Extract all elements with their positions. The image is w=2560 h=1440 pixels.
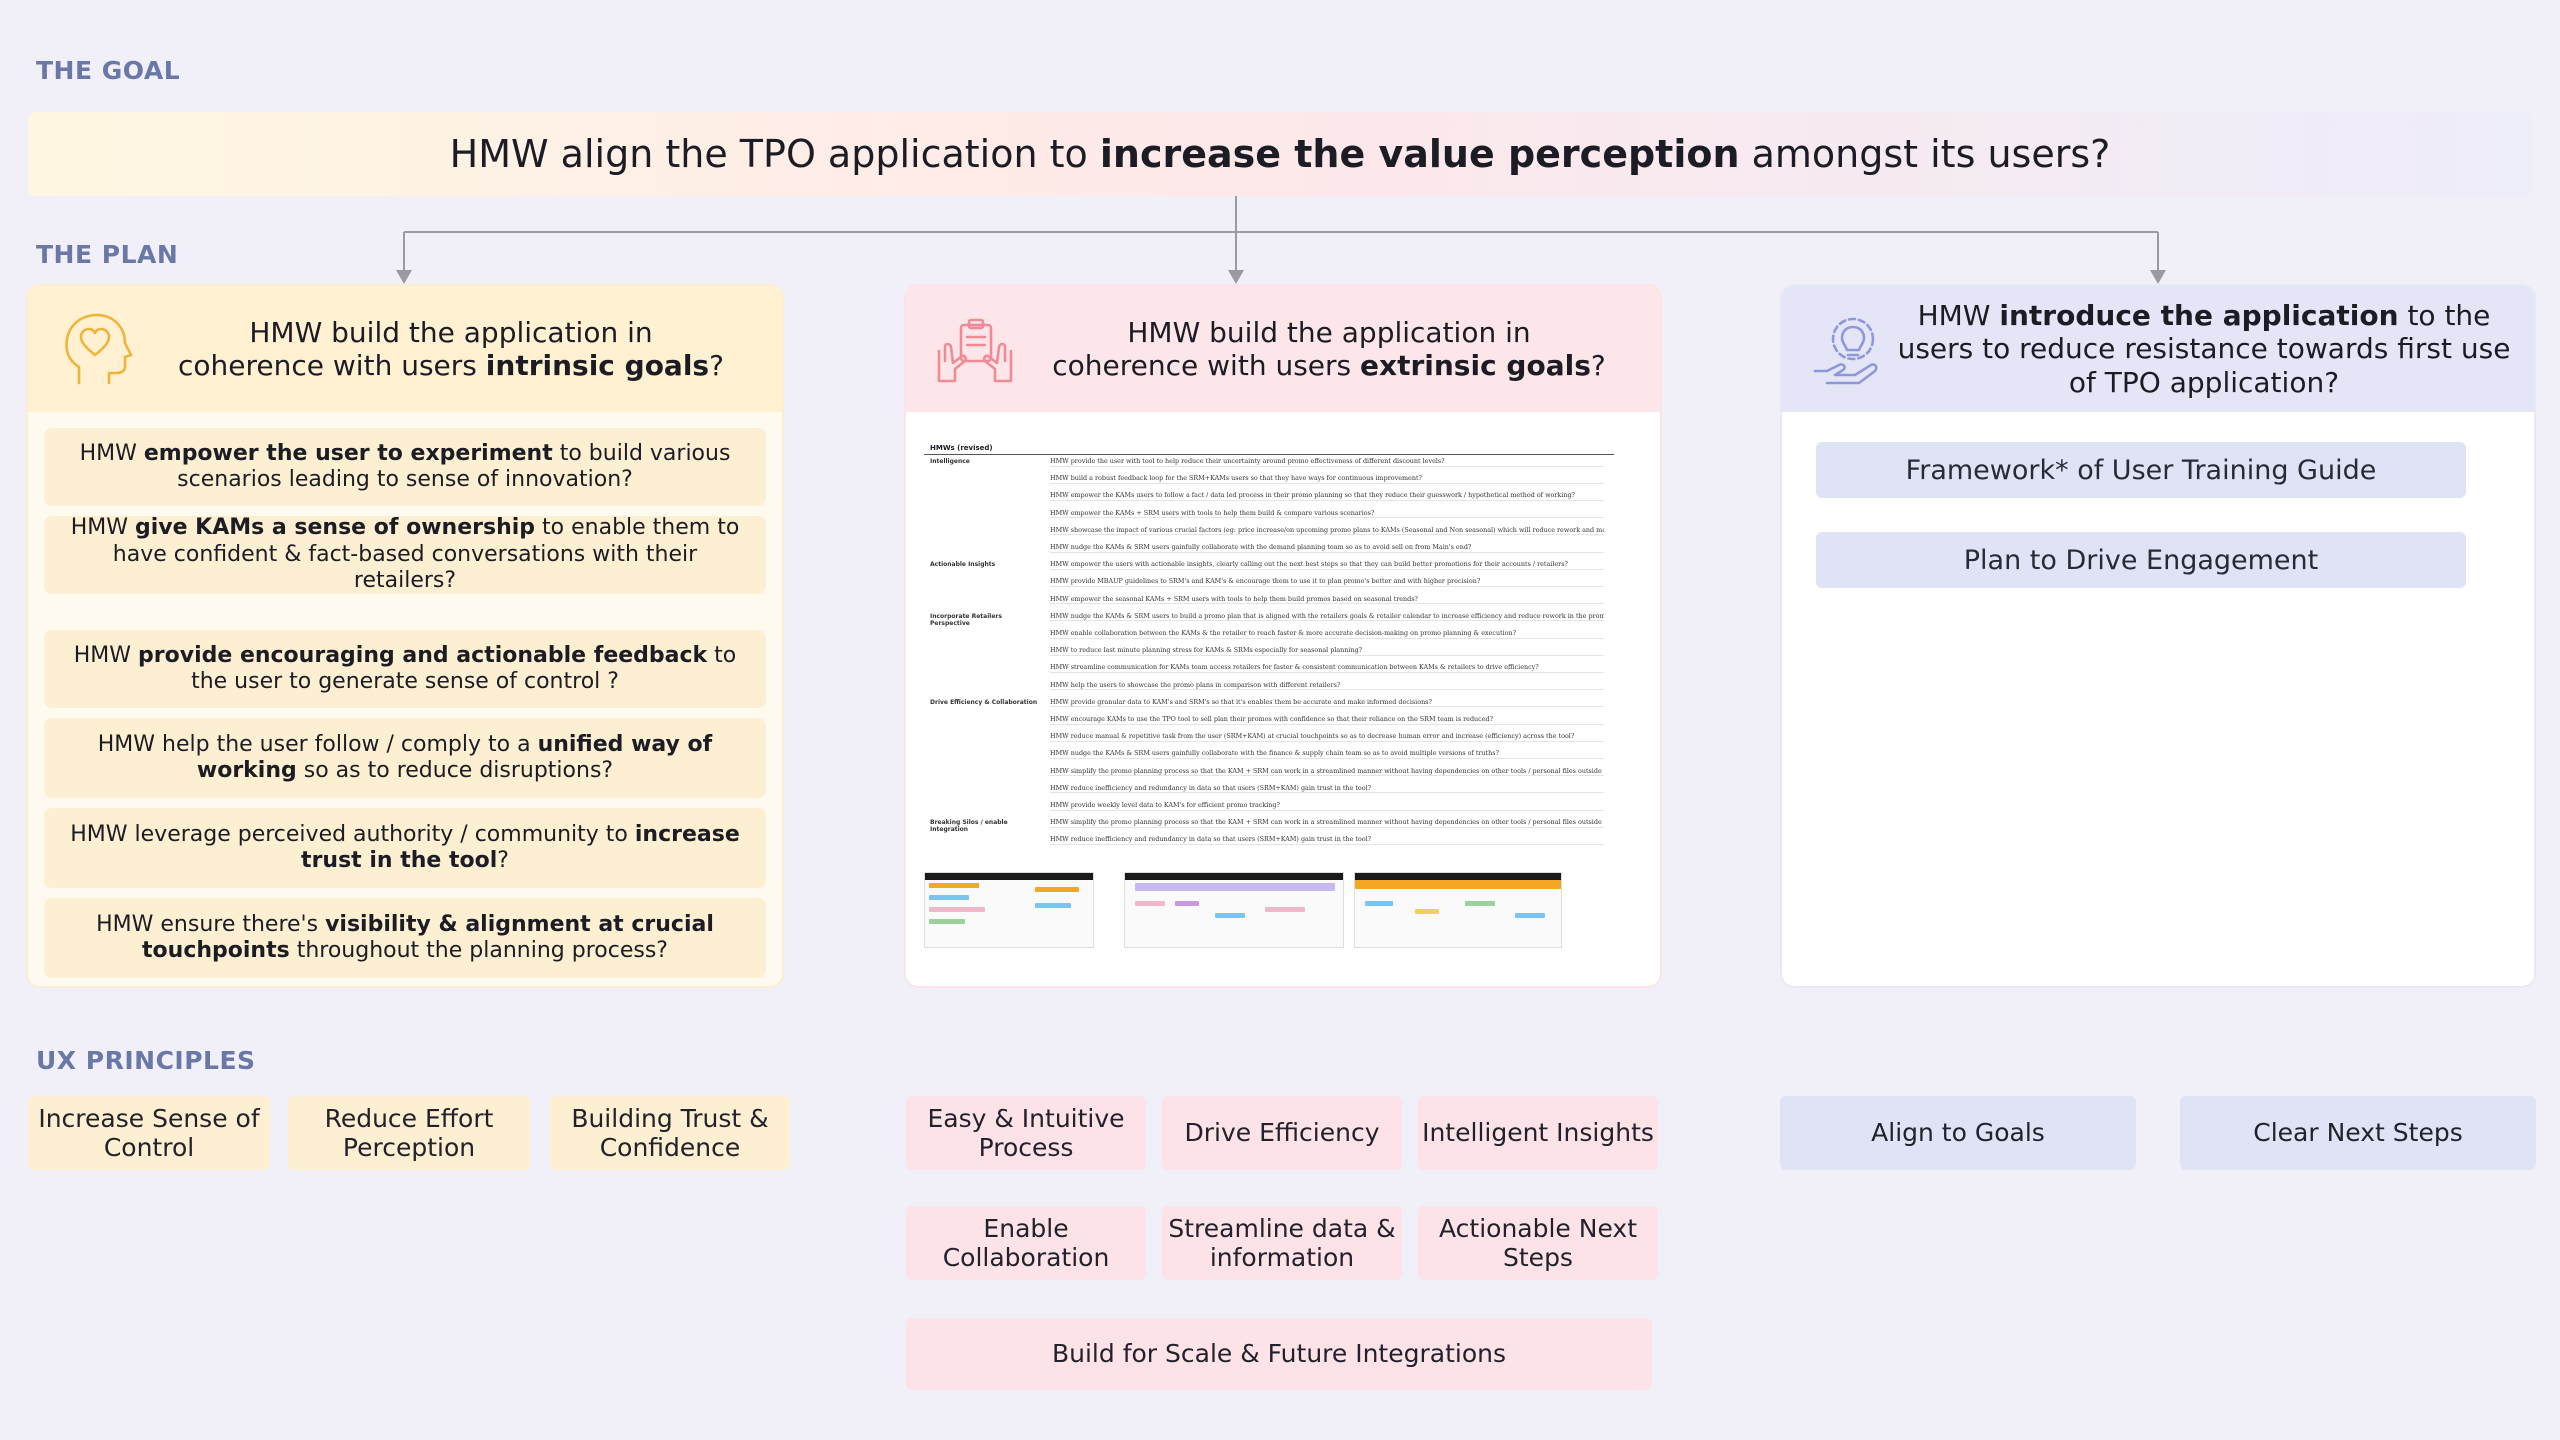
introduce-title-pre: HMW [1917, 299, 2000, 333]
document-row-category: Incorporate Retailers Perspective [930, 612, 1002, 627]
plan-card-extrinsic-header: HMW build the application in coherence w… [906, 286, 1660, 412]
document-row-category: Intelligence [930, 458, 970, 465]
document-row-text: HMW nudge the KAMs & SRM users gainfully… [1050, 544, 1604, 553]
section-label-ux-principles: UX PRINCIPLES [36, 1046, 256, 1075]
ux-principle-pill: Easy & Intuitive Process [906, 1096, 1146, 1170]
extrinsic-title-pre: coherence with users [1052, 349, 1361, 382]
document-row-text: HMW simplify the promo planning process … [1050, 768, 1604, 777]
introduce-title-line3: of TPO application? [2068, 365, 2340, 399]
extrinsic-title-bold: extrinsic goals [1360, 349, 1591, 382]
document-row-text: HMW streamline communication for KAMs te… [1050, 664, 1604, 674]
ux-principle-pill: Intelligent Insights [1418, 1096, 1658, 1170]
ux-principle-pill: Building Trust & Confidence [550, 1096, 790, 1170]
thumbnail [924, 872, 1094, 948]
document-row-text: HMW provide granular data to KAM's and S… [1050, 699, 1604, 708]
plan-card-intrinsic-title: HMW build the application in coherence w… [140, 316, 782, 382]
plan-card-extrinsic-title: HMW build the application in coherence w… [1018, 316, 1660, 382]
section-label-goal: THE GOAL [36, 56, 181, 85]
document-row-text: HMW to reduce last minute planning stres… [1050, 647, 1604, 656]
document-row-text: HMW empower the KAMs users to follow a f… [1050, 492, 1604, 502]
ux-principle-pill: Enable Collaboration [906, 1206, 1146, 1280]
ux-principle-pill: Align to Goals [1780, 1096, 2136, 1170]
document-row-text: HMW enable collaboration between the KAM… [1050, 630, 1604, 639]
thumbnail [1354, 872, 1562, 948]
hmw-item: HMW leverage perceived authority / commu… [44, 808, 766, 888]
document-row-text: HMW provide the user with tool to help r… [1050, 458, 1604, 467]
document-row-text: HMW showcase the impact of various cruci… [1050, 526, 1604, 536]
hmw-item: HMW ensure there's visibility & alignmen… [44, 898, 766, 978]
ux-principle-pill: Increase Sense of Control [28, 1096, 270, 1170]
plan-card-intrinsic: HMW build the application in coherence w… [26, 284, 784, 988]
intrinsic-title-line2: coherence with users intrinsic goals? [140, 349, 762, 382]
ux-principle-pill: Streamline data & information [1162, 1206, 1402, 1280]
ux-principle-pill: Build for Scale & Future Integrations [906, 1318, 1652, 1390]
plan-card-intrinsic-header: HMW build the application in coherence w… [28, 286, 782, 412]
lightbulb-gear-icon [1808, 306, 1894, 392]
document-row-text: HMW empower the KAMs + SRM users with to… [1050, 510, 1604, 519]
section-label-plan: THE PLAN [36, 240, 179, 269]
plan-card-extrinsic: HMW build the application in coherence w… [904, 284, 1662, 988]
ux-principle-pill: Actionable Next Steps [1418, 1206, 1658, 1280]
extrinsic-title-line1: HMW build the application in [1127, 315, 1531, 349]
arrow-head-left [396, 270, 412, 284]
hmw-item: HMW give KAMs a sense of ownership to en… [44, 515, 766, 594]
hmw-item: HMW provide encouraging and actionable f… [44, 630, 766, 708]
hmw-item: HMW empower the user to experiment to bu… [44, 428, 766, 506]
goal-text-post: amongst its users? [1739, 132, 2111, 176]
document-row-text: HMW build a robust feedback loop for the… [1050, 475, 1604, 484]
introduce-item-training-guide: Framework* of User Training Guide [1816, 442, 2466, 498]
hands-clipboard-icon [932, 306, 1018, 392]
embedded-hmw-document: HMWs (revised) Intelligence HMW provide t… [924, 444, 1624, 964]
goal-text-bold: increase the value perception [1099, 132, 1740, 176]
document-row-category: Actionable Insights [930, 561, 996, 569]
document-thumbnails [924, 872, 1604, 952]
plan-card-introduce-title: HMW introduce the application to the use… [1894, 299, 2534, 398]
document-row-text: HMW provide weekly level data to KAM's f… [1050, 802, 1604, 811]
thumbnail [1124, 872, 1344, 948]
goal-statement: HMW align the TPO application to increas… [28, 112, 2532, 196]
introduce-title-line1: HMW introduce the application to the [1894, 299, 2514, 332]
document-row-category: Drive Efficiency & Collaboration [930, 698, 1038, 706]
goal-text-pre: HMW align the TPO application to [449, 132, 1100, 176]
document-row-text: HMW nudge the KAMs & SRM users to build … [1050, 613, 1604, 622]
extrinsic-title-line2: coherence with users extrinsic goals? [1018, 349, 1640, 382]
document-row-text: HMW reduce manual & repetitive task from… [1050, 733, 1604, 742]
extrinsic-title-post: ? [1590, 349, 1606, 382]
introduce-title-bold: introduce the application [1999, 299, 2399, 333]
introduce-title-post: to the [2398, 299, 2491, 333]
goal-connectors [396, 196, 2166, 284]
document-row-text: HMW empower the users with actionable in… [1050, 561, 1604, 570]
plan-card-introduce-header: HMW introduce the application to the use… [1782, 286, 2534, 412]
document-row-text: HMW reduce inefficiency and redundancy i… [1050, 836, 1604, 846]
intrinsic-title-line1: HMW build the application in [249, 315, 653, 349]
document-row-text: HMW reduce inefficiency and redundancy i… [1050, 785, 1604, 794]
introduce-item-drive-engagement: Plan to Drive Engagement [1816, 532, 2466, 588]
head-heart-icon [54, 306, 140, 392]
document-row-text: HMW encourage KAMs to use the TPO tool t… [1050, 716, 1604, 725]
document-title: HMWs (revised) [924, 444, 1614, 455]
intrinsic-title-bold: intrinsic goals [485, 349, 710, 382]
arrow-head-right [2150, 270, 2166, 284]
intrinsic-title-post: ? [709, 349, 724, 382]
document-row-category: Breaking Silos / enable Integration [930, 819, 1008, 834]
document-row-text: HMW simplify the promo planning process … [1050, 819, 1604, 828]
document-row-text: HMW empower the seasonal KAMs + SRM user… [1050, 596, 1604, 605]
plan-card-introduce: HMW introduce the application to the use… [1780, 284, 2536, 988]
document-row-text: HMW help the users to showcase the promo… [1050, 682, 1604, 691]
introduce-title-line2: users to reduce resistance towards first… [1897, 332, 2511, 366]
document-row-text: HMW nudge the KAMs & SRM users gainfully… [1050, 750, 1604, 760]
hmw-item: HMW help the user follow / comply to a u… [44, 718, 766, 798]
ux-principle-pill: Clear Next Steps [2180, 1096, 2536, 1170]
ux-principle-pill: Drive Efficiency [1162, 1096, 1402, 1170]
arrow-head-center [1228, 270, 1244, 284]
document-row-text: HMW provide MBAUP guidelines to SRM's an… [1050, 578, 1604, 588]
intrinsic-title-pre: coherence with users [178, 349, 486, 382]
ux-principle-pill: Reduce Effort Perception [288, 1096, 530, 1170]
